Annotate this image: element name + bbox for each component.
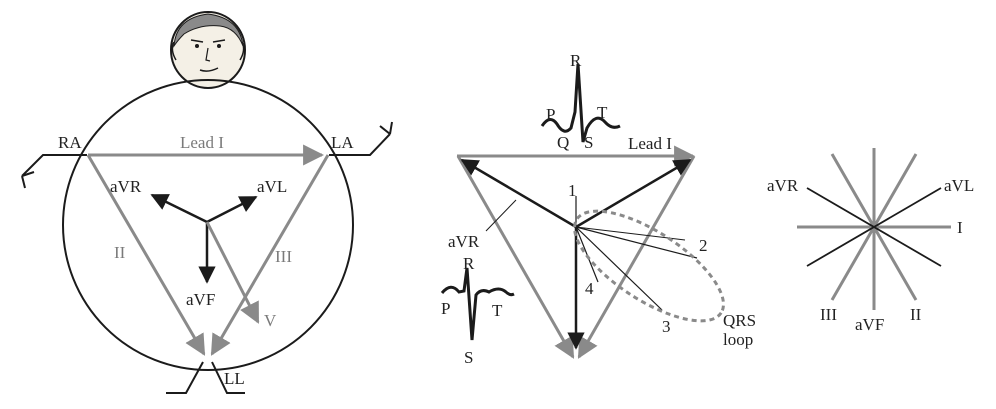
- label-lead-ii: II: [114, 243, 126, 262]
- lead-ii-arrow: [86, 154, 206, 356]
- wave-top-t: T: [597, 103, 608, 122]
- triangle-lead-ii: [456, 155, 575, 359]
- point-1: 1: [568, 181, 577, 200]
- hex-label-avr: aVR: [767, 176, 799, 195]
- vector-2: [575, 226, 698, 259]
- qrs-label-1: QRS: [723, 311, 756, 330]
- label-avf: aVF: [186, 290, 215, 309]
- wave-bottom-p: P: [441, 299, 450, 318]
- label-vector-v: V: [264, 311, 277, 330]
- label-ra: RA: [58, 133, 82, 152]
- point-4: 4: [585, 279, 594, 298]
- wave-top-r: R: [570, 51, 582, 70]
- mid-avr-arrow: [460, 158, 577, 229]
- wave-top-p: P: [546, 105, 555, 124]
- point-2: 2: [699, 236, 708, 255]
- label-avr: aVR: [110, 177, 142, 196]
- label-middle-lead-i: Lead I: [628, 134, 672, 153]
- label-la: LA: [331, 133, 354, 152]
- label-ll: LL: [224, 369, 245, 388]
- left-leg: [166, 361, 204, 394]
- right-leg: [211, 361, 245, 394]
- hex-label-i: I: [957, 218, 963, 237]
- wave-bottom-t: T: [492, 301, 503, 320]
- wave-bottom-r: R: [463, 254, 475, 273]
- hex-label-avf: aVF: [855, 315, 884, 334]
- wave-top-q: Q: [557, 133, 569, 152]
- ecg-waveform-top: [540, 63, 621, 143]
- left-hand: [379, 121, 393, 135]
- qrs-loop-ellipse: [573, 209, 725, 323]
- hex-label-ii: II: [910, 305, 922, 324]
- vector-v-arrow: [205, 221, 260, 324]
- label-avl: aVL: [257, 177, 287, 196]
- triangle-lead-iii: [577, 155, 696, 359]
- lead-iii-arrow: [210, 154, 330, 356]
- face-icon: [170, 11, 246, 89]
- vector-3: [575, 226, 663, 311]
- right-arm: [21, 154, 87, 177]
- avr-arrow: [150, 193, 208, 224]
- label-middle-avr: aVR: [448, 232, 480, 251]
- hex-label-iii: III: [820, 305, 837, 324]
- ecg-waveform-bottom: [440, 267, 515, 341]
- avl-arrow: [206, 195, 258, 224]
- wave-top-s: S: [584, 133, 593, 152]
- body-circle: [62, 79, 354, 371]
- vector-extra: [575, 226, 686, 241]
- left-arm: [329, 133, 391, 156]
- mid-avl-arrow: [575, 158, 692, 229]
- middle-panel: P Q R S T Lead I 1 2 3 4 QRS loop aVR: [440, 51, 756, 367]
- hex-label-avl: aVL: [944, 176, 974, 195]
- avr-leader-line: [485, 199, 517, 232]
- qrs-label-2: loop: [723, 330, 753, 349]
- label-lead-iii: III: [275, 247, 292, 266]
- right-panel: aVR aVL I III aVF II: [767, 148, 974, 334]
- left-panel: RA LA LL Lead I II III aVR aVL aVF V: [21, 11, 393, 394]
- label-lead-i: Lead I: [180, 133, 224, 152]
- point-3: 3: [662, 317, 671, 336]
- wave-bottom-s: S: [464, 348, 473, 367]
- right-hand: [21, 171, 35, 189]
- axis-avl: [806, 187, 942, 267]
